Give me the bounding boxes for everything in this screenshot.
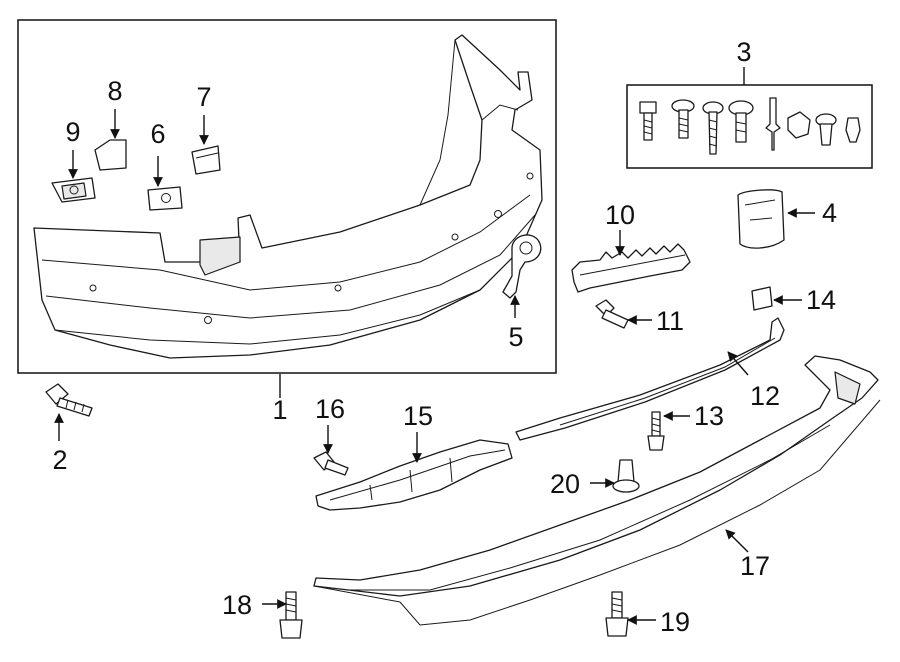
bolt-part-2[interactable] (45, 383, 93, 417)
bracket-part-15[interactable] (315, 439, 513, 511)
callout-4: 4 (822, 198, 837, 228)
callout-20: 20 (550, 469, 580, 499)
bolt-part-19[interactable] (605, 591, 629, 637)
callout-3: 3 (736, 37, 751, 67)
callout-9: 9 (65, 117, 80, 147)
clip-part-8[interactable] (94, 139, 127, 171)
molding-part-12[interactable] (515, 317, 785, 441)
callout-14: 14 (806, 285, 836, 315)
push-rivet-part-20[interactable] (612, 459, 640, 493)
bracket-part-9[interactable] (51, 177, 96, 203)
absorber-part-10[interactable] (571, 243, 691, 293)
rivet-bag-part-4[interactable] (737, 189, 785, 249)
bolt-part-11[interactable] (595, 299, 629, 329)
bolt-part-16[interactable] (313, 451, 349, 476)
diffuser-part-17[interactable] (313, 355, 881, 626)
clip-part-14[interactable] (751, 286, 773, 311)
callout-6: 6 (150, 119, 165, 149)
callout-16: 16 (315, 394, 345, 424)
callout-15: 15 (403, 401, 433, 431)
callout-1: 1 (272, 395, 287, 425)
callout-19: 19 (660, 607, 690, 637)
bolt-part-13[interactable] (647, 411, 665, 451)
hardware-kit[interactable] (639, 97, 861, 155)
leader-17 (725, 529, 749, 553)
bolt-part-18[interactable] (279, 591, 303, 639)
callout-2: 2 (52, 445, 67, 475)
callout-8: 8 (107, 76, 122, 106)
callout-5: 5 (508, 322, 523, 352)
callout-7: 7 (196, 82, 211, 112)
callout-13: 13 (694, 401, 724, 431)
callout-18: 18 (222, 590, 252, 620)
clip-part-7[interactable] (191, 145, 221, 175)
bracket-part-6[interactable] (147, 186, 183, 211)
leader-12 (727, 351, 749, 376)
bumper-cover-group-frame (17, 19, 557, 374)
bumper-cover[interactable] (33, 34, 543, 359)
callout-11: 11 (656, 306, 684, 336)
callout-12: 12 (750, 381, 780, 411)
callout-17: 17 (740, 551, 770, 581)
callout-10: 10 (605, 200, 635, 230)
hardware-kit-frame (626, 84, 873, 169)
bracket-part-5[interactable] (502, 234, 542, 299)
